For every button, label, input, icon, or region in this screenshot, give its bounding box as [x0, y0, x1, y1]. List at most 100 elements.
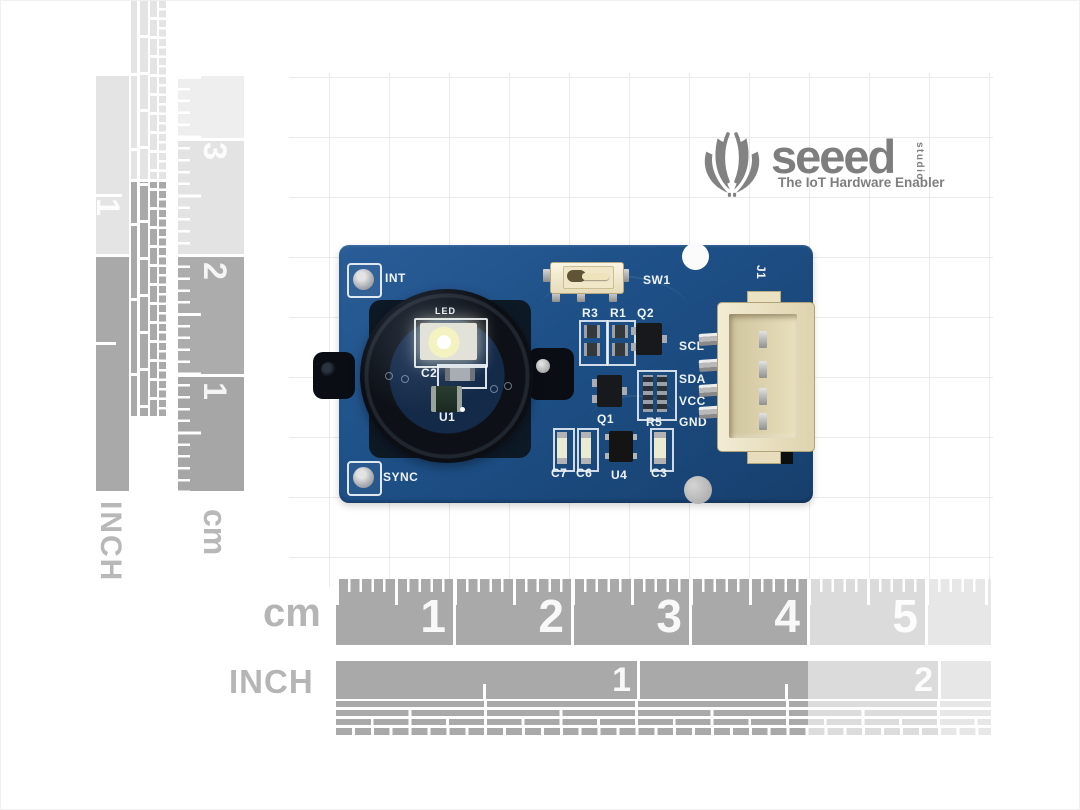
seeed-logo-tagline: The IoT Hardware Enabler: [778, 175, 945, 190]
ruler-vertical-cm: [178, 76, 244, 491]
ruler-fraction-column: [150, 1, 157, 416]
ruler-number: 2: [914, 661, 933, 699]
mounting-notch-top: [682, 243, 709, 270]
ruler-number: 2: [538, 590, 564, 642]
mounting-hole-bottom: [684, 476, 712, 504]
via: [490, 385, 498, 393]
switch-pin: [622, 269, 629, 282]
white-led: [420, 323, 477, 360]
ruler-number: 5: [892, 590, 918, 642]
ruler-number: 2: [196, 262, 233, 280]
ic-pad: [605, 434, 610, 440]
ruler-halfcm-ticks: [336, 579, 991, 605]
c2-capacitor: [445, 368, 475, 381]
via: [385, 372, 393, 380]
ic-pad: [632, 434, 637, 440]
silkscreen-q2: Q2: [637, 306, 655, 320]
ruler-number: 3: [196, 142, 233, 160]
housing-ear-left: [313, 352, 355, 399]
transistor-pin: [661, 335, 667, 343]
ruler-label-inch: INCH: [94, 501, 127, 583]
q1-transistor: [597, 375, 622, 407]
capacitor-chip: [654, 432, 666, 464]
housing-ear-right: [528, 348, 574, 400]
pcb-trace: [589, 395, 679, 447]
ruler-halfcm-ticks: [178, 76, 201, 491]
transistor-pin: [631, 343, 637, 351]
ruler-tick: [785, 684, 788, 699]
screw-pad-sync: [347, 461, 382, 496]
silkscreen-u1: U1: [439, 410, 456, 424]
ruler-number: 4: [774, 590, 800, 642]
switch-pin: [543, 269, 550, 282]
screw-hole: [353, 467, 374, 488]
silkscreen-sda: SDA: [679, 372, 706, 386]
ruler-fraction-column: [131, 1, 137, 416]
seeed-logo-icon: [701, 131, 763, 206]
silkscreen-c3: C3: [651, 466, 668, 480]
seeed-logo-wordmark: seeed: [771, 130, 896, 183]
r5-outline: [637, 370, 677, 421]
ruler-label-inch: INCH: [229, 663, 314, 700]
ruler-vertical-inch: [96, 76, 129, 491]
silkscreen-sw1: SW1: [643, 273, 671, 287]
silkscreen-r3: R3: [582, 306, 599, 320]
ear-hole: [321, 362, 336, 377]
ruler-horizontal-inch: 1 2: [336, 661, 991, 699]
switch-pin: [577, 292, 585, 302]
switch-pin: [552, 292, 560, 302]
transistor-pin: [631, 327, 637, 335]
ruler-number: 1: [196, 382, 233, 400]
grove-module-board: INT SYNC LED C2 U1: [313, 243, 815, 504]
capacitor-chip: [581, 432, 591, 464]
via: [401, 375, 409, 383]
connector-pin: [759, 331, 767, 348]
ruler-tick: [483, 684, 486, 699]
resistor-network-column: [657, 375, 667, 412]
ruler-number: 1: [420, 590, 446, 642]
c7-outline: [553, 428, 575, 472]
ruler-fraction-column: [140, 1, 148, 416]
ruler-number: 1: [89, 198, 126, 216]
resistor-chip: [612, 325, 628, 338]
inch-fraction-row: [336, 728, 991, 735]
c6-outline: [577, 428, 599, 472]
pin1-dot: [460, 407, 465, 412]
silkscreen-int: INT: [385, 271, 406, 285]
ruler-label-cm: cm: [263, 591, 321, 635]
silkscreen-scl: SCL: [679, 339, 705, 353]
transistor-pin: [621, 387, 627, 395]
silkscreen-u4: U4: [611, 468, 628, 482]
connector-pin: [759, 388, 767, 405]
u1-sensor-chip: [431, 386, 462, 412]
u4-ic: [609, 431, 633, 462]
transistor-pin: [592, 395, 598, 403]
resistor-chip: [584, 343, 600, 356]
ruler-tick: [96, 342, 116, 345]
transistor-pin: [592, 379, 598, 387]
ruler-number: 1: [612, 661, 631, 699]
silkscreen-q1: Q1: [597, 412, 615, 426]
silkscreen-vcc: VCC: [679, 394, 706, 408]
screw-hole: [353, 269, 374, 290]
switch-slot: [567, 270, 586, 282]
silkscreen-c7: C7: [551, 466, 568, 480]
ruler-label-cm: cm: [197, 509, 233, 556]
resistor-chip: [584, 325, 600, 338]
inch-fraction-row: [336, 719, 991, 725]
connector-pin: [759, 361, 767, 378]
ear-screw: [536, 359, 550, 373]
silkscreen-r1: R1: [610, 306, 627, 320]
q2-transistor: [636, 323, 662, 355]
silkscreen-sync: SYNC: [383, 470, 419, 484]
ic-pad: [632, 453, 637, 459]
screw-pad-int: [347, 263, 382, 298]
ruler-horizontal-cm: 1 2 3 4 5: [336, 579, 991, 645]
silkscreen-j1: J1: [754, 265, 768, 280]
silkscreen-c2: C2: [421, 366, 438, 380]
led-outline: [414, 318, 488, 368]
via: [504, 382, 512, 390]
resistor-network-column: [643, 375, 653, 412]
ruler-fraction-column: [159, 1, 166, 416]
